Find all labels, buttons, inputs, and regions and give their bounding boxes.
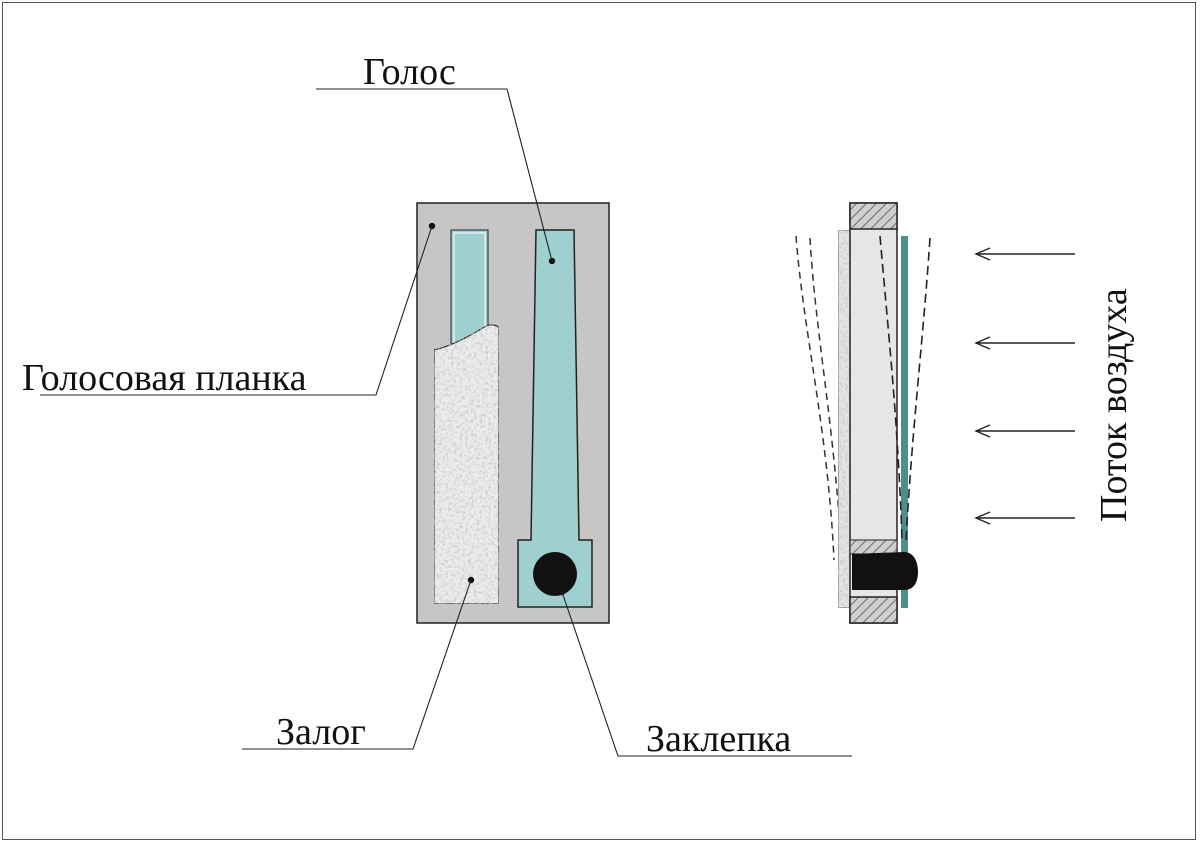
valve-leader — [242, 579, 472, 750]
reed-tongue — [517, 229, 593, 608]
plate-side-hatch-top — [849, 202, 898, 230]
valve-strip — [433, 324, 500, 605]
side-view — [795, 202, 931, 624]
reed-deflection-left-2 — [809, 237, 843, 561]
arrow-3 — [974, 424, 1075, 438]
reed-side — [901, 236, 908, 608]
label-rivet: Заклепка — [646, 718, 791, 760]
label-reed: Голос — [363, 51, 456, 93]
rivet-side — [852, 552, 918, 590]
reed-deflection-right-2 — [905, 237, 931, 541]
airflow-arrows — [974, 247, 1075, 525]
arrow-4 — [974, 511, 1075, 525]
plate-side-hatch-mid — [849, 539, 898, 555]
reed-deflection-left-1 — [795, 235, 835, 561]
arrow-2 — [974, 336, 1075, 350]
front-view — [416, 202, 610, 624]
label-reed-plate: Голосовая планка — [22, 357, 307, 399]
rivet — [533, 552, 577, 596]
valve-side — [837, 229, 851, 609]
label-valve: Залог — [276, 711, 366, 753]
reed-deflection-right-1 — [879, 235, 903, 541]
leader-lines — [40, 88, 852, 757]
plate-side-hatch-bottom — [849, 596, 898, 624]
label-airflow: Поток воздуха — [1093, 288, 1135, 522]
arrow-1 — [974, 247, 1075, 261]
reed-leader — [316, 88, 553, 262]
reed-plate-leader — [40, 225, 433, 396]
rivet-leader — [561, 591, 852, 757]
